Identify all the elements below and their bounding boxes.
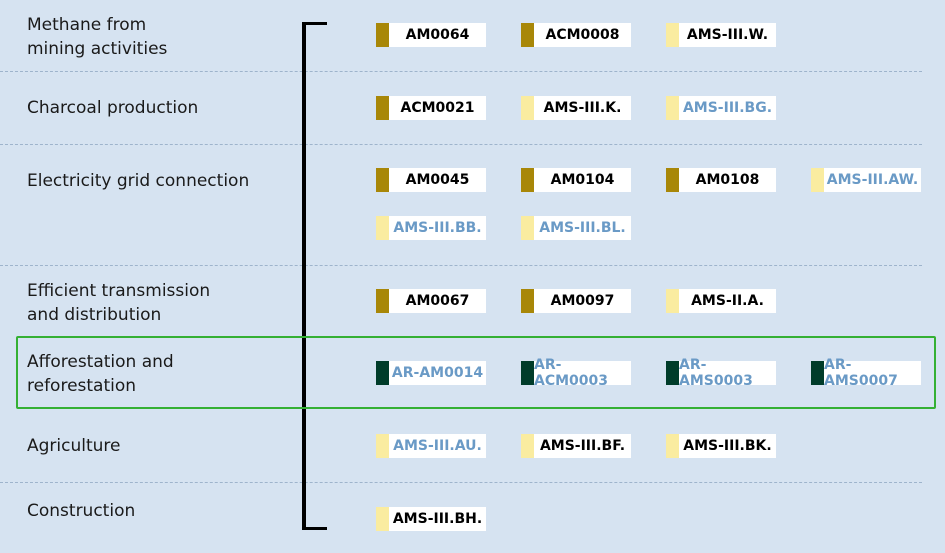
swatch [376, 361, 389, 385]
methodology-code: AMS-II.A. [679, 289, 776, 313]
methodology-code: AM0104 [534, 168, 631, 192]
methodology-code[interactable]: AMS-III.AW. [824, 168, 921, 192]
methodology-tag: AM0104 [521, 168, 631, 192]
methodology-code[interactable]: AMS-III.BG. [679, 96, 776, 120]
methodology-code: AMS-III.W. [679, 23, 776, 47]
swatch [811, 168, 824, 192]
category-label: Agriculture [27, 436, 121, 456]
category-label: Afforestation and reforestation [27, 352, 174, 396]
swatch [376, 289, 389, 313]
category-label: Electricity grid connection [27, 171, 250, 191]
methodology-code[interactable]: AMS-III.BB. [389, 216, 486, 240]
swatch [521, 96, 534, 120]
methodology-code: AM0045 [389, 168, 486, 192]
swatch [521, 434, 534, 458]
methodology-tag: AMS-III.BK. [666, 434, 776, 458]
swatch [376, 216, 389, 240]
methodology-tag: ACM0008 [521, 23, 631, 47]
swatch [666, 168, 679, 192]
methodology-code[interactable]: AMS-III.AU. [389, 434, 486, 458]
methodology-tag: AM0064 [376, 23, 486, 47]
methodology-tag: AMS-III.BF. [521, 434, 631, 458]
methodology-tag: AM0045 [376, 168, 486, 192]
row-divider [0, 265, 922, 266]
methodology-tag: ACM0021 [376, 96, 486, 120]
methodology-link[interactable]: AMS-III.BG. [666, 96, 776, 120]
methodology-code[interactable]: AMS-III.BL. [534, 216, 631, 240]
swatch [521, 361, 534, 385]
category-label: Construction [27, 501, 136, 521]
methodology-tag: AMS-III.BH. [376, 507, 486, 531]
swatch [521, 23, 534, 47]
row-divider [0, 482, 922, 483]
swatch [376, 507, 389, 531]
methodology-link[interactable]: AMS-III.BB. [376, 216, 486, 240]
methodology-link[interactable]: AR-AMS0003 [666, 357, 776, 389]
methodology-link[interactable]: AMS-III.AU. [376, 434, 486, 458]
category-label: Efficient transmission and distribution [27, 281, 211, 325]
row-divider [0, 71, 922, 72]
methodology-tag: AM0108 [666, 168, 776, 192]
swatch [376, 96, 389, 120]
swatch [376, 168, 389, 192]
methodology-code: AMS-III.BF. [534, 434, 631, 458]
swatch [666, 361, 679, 385]
methodology-code: AMS-III.K. [534, 96, 631, 120]
swatch [666, 289, 679, 313]
swatch [376, 23, 389, 47]
methodology-code: ACM0008 [534, 23, 631, 47]
methodology-tag: AM0067 [376, 289, 486, 313]
methodology-link[interactable]: AMS-III.BL. [521, 216, 631, 240]
methodology-code: AM0064 [389, 23, 486, 47]
category-label: Charcoal production [27, 98, 199, 118]
row-divider [0, 144, 922, 145]
methodology-tag: AMS-III.W. [666, 23, 776, 47]
swatch [811, 361, 824, 385]
methodology-code[interactable]: AR-AMS0003 [679, 357, 776, 389]
methodology-code: AM0108 [679, 168, 776, 192]
methodology-tag: AM0097 [521, 289, 631, 313]
swatch [521, 216, 534, 240]
bracket-line [302, 22, 306, 530]
bracket-top-tick [302, 22, 327, 25]
bracket-bottom-tick [302, 527, 327, 530]
category-label: Methane from mining activities [27, 15, 168, 59]
methodology-code[interactable]: AR-ACM0003 [534, 357, 631, 389]
swatch [666, 23, 679, 47]
methodology-link[interactable]: AR-AM0014 [376, 361, 486, 385]
methodology-tag: AMS-II.A. [666, 289, 776, 313]
methodology-code: ACM0021 [389, 96, 486, 120]
methodology-tag: AMS-III.K. [521, 96, 631, 120]
highlight-box [16, 336, 936, 409]
methodology-link[interactable]: AR-AMS0007 [811, 357, 921, 389]
swatch [666, 96, 679, 120]
swatch [376, 434, 389, 458]
swatch [521, 289, 534, 313]
methodology-link[interactable]: AMS-III.AW. [811, 168, 921, 192]
methodology-code[interactable]: AR-AMS0007 [824, 357, 921, 389]
swatch [666, 434, 679, 458]
methodology-code: AMS-III.BH. [389, 507, 486, 531]
methodology-code: AM0067 [389, 289, 486, 313]
swatch [521, 168, 534, 192]
methodology-link[interactable]: AR-ACM0003 [521, 357, 631, 389]
methodology-code: AM0097 [534, 289, 631, 313]
methodology-code[interactable]: AR-AM0014 [389, 361, 486, 385]
methodology-code: AMS-III.BK. [679, 434, 776, 458]
